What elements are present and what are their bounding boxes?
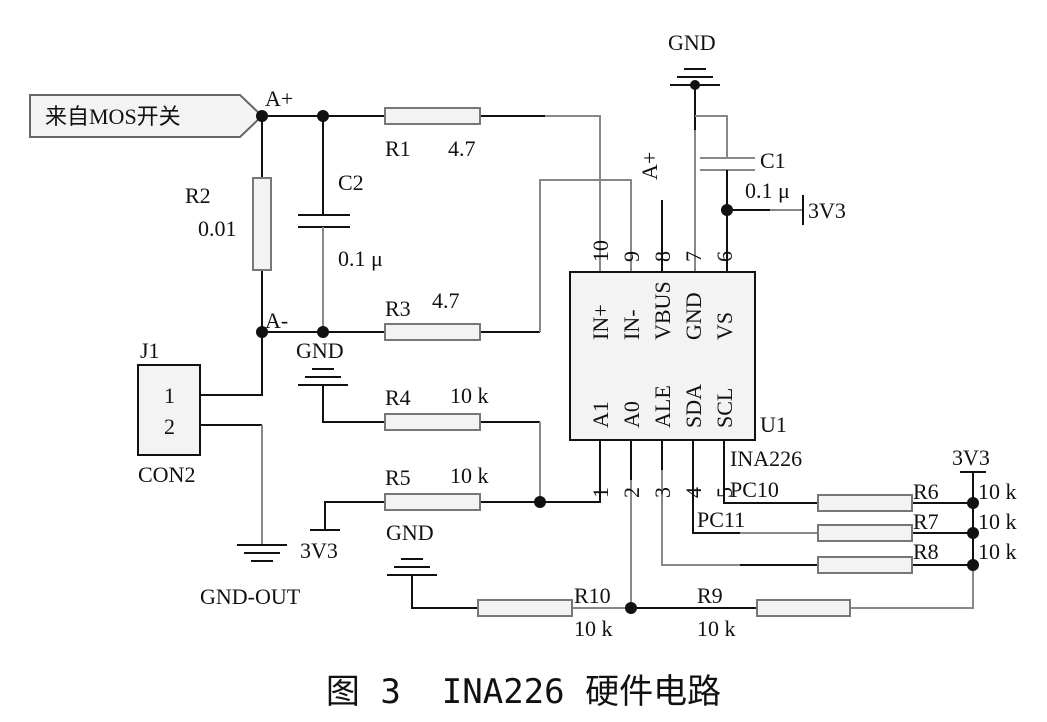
pin-name: SCL — [712, 388, 737, 428]
net-pc11: PC11 — [697, 507, 745, 532]
net-a-plus-vbus: A+ — [637, 152, 662, 180]
c2-value: 0.1 μ — [338, 246, 383, 271]
source-label: 来自MOS开关 — [45, 104, 181, 129]
r9-ref: R9 — [697, 583, 723, 608]
figure-caption: 图 3 INA226 硬件电路 — [325, 672, 722, 712]
r10-ref: R10 — [574, 583, 611, 608]
pin-number: 8 — [650, 251, 675, 262]
net-a-plus: A+ — [265, 86, 293, 111]
pin-number: 5 — [712, 487, 737, 498]
net-gnd: GND — [668, 30, 716, 55]
net-3v3: 3V3 — [952, 445, 990, 470]
pin-name: ALE — [650, 385, 675, 428]
r10 — [477, 599, 573, 617]
pin-number: 10 — [588, 240, 613, 262]
pin-name: VBUS — [650, 281, 675, 340]
c2-ref: C2 — [338, 170, 364, 195]
pin-name: IN+ — [588, 304, 613, 340]
pin-number: 7 — [681, 251, 706, 262]
r7-ref: R7 — [913, 509, 939, 534]
r9 — [756, 599, 851, 617]
r8 — [817, 556, 913, 574]
j1-value: CON2 — [138, 462, 195, 487]
net-gnd: GND — [296, 338, 344, 363]
net-gnd: GND — [386, 520, 434, 545]
j1-ref: J1 — [140, 338, 160, 363]
r4-value: 10 k — [450, 383, 489, 408]
r6-ref: R6 — [913, 479, 939, 504]
r3-value: 4.7 — [432, 288, 460, 313]
pin-number: 2 — [619, 487, 644, 498]
resistors — [252, 107, 913, 617]
j1-pin: 1 — [164, 383, 175, 408]
r7 — [817, 524, 913, 542]
pin-name: A1 — [588, 401, 613, 428]
r10-value: 10 k — [574, 616, 613, 641]
r2-ref: R2 — [185, 183, 211, 208]
r2 — [252, 177, 272, 271]
r5-value: 10 k — [450, 463, 489, 488]
u1-value: INA226 — [730, 446, 802, 471]
connector-j1: J1 1 2 CON2 — [137, 338, 201, 487]
r1-value: 4.7 — [448, 136, 476, 161]
r4-ref: R4 — [385, 385, 411, 410]
part-labels: R1 4.7 R2 0.01 C2 0.1 μ R3 4.7 R4 10 k R… — [185, 30, 1017, 641]
j1-pin: 2 — [164, 414, 175, 439]
net-gnd-out: GND-OUT — [200, 584, 301, 609]
pin-number: 9 — [619, 251, 644, 262]
r7-value: 10 k — [978, 509, 1017, 534]
r2-value: 0.01 — [198, 216, 237, 241]
r5-ref: R5 — [385, 465, 411, 490]
pin-name: SDA — [681, 384, 706, 428]
pin-number: 1 — [588, 487, 613, 498]
r1 — [384, 107, 481, 125]
r4 — [384, 413, 481, 431]
r8-value: 10 k — [978, 539, 1017, 564]
r3-ref: R3 — [385, 296, 411, 321]
net-pc10: PC10 — [730, 477, 779, 502]
gnd-symbols — [237, 68, 720, 576]
r8-ref: R8 — [913, 539, 939, 564]
pin-name: IN- — [619, 309, 644, 340]
net-a-minus: A- — [265, 308, 288, 333]
u1-ref: U1 — [760, 412, 787, 437]
wires — [200, 85, 986, 609]
pin-name: A0 — [619, 401, 644, 428]
pin-number: 6 — [712, 251, 737, 262]
junctions — [256, 80, 979, 614]
source-port: 来自MOS开关 — [29, 94, 264, 138]
r6 — [817, 494, 913, 512]
r6-value: 10 k — [978, 479, 1017, 504]
r1-ref: R1 — [385, 136, 411, 161]
pin-number: 3 — [650, 487, 675, 498]
pin-number: 4 — [681, 487, 706, 498]
pin-name: GND — [681, 292, 706, 340]
pin-name: VS — [712, 312, 737, 340]
net-3v3: 3V3 — [300, 538, 338, 563]
r5 — [384, 493, 481, 511]
r9-value: 10 k — [697, 616, 736, 641]
c1-value: 0.1 μ — [745, 178, 790, 203]
r3 — [384, 323, 481, 341]
c1-ref: C1 — [760, 148, 786, 173]
net-3v3: 3V3 — [808, 198, 846, 223]
